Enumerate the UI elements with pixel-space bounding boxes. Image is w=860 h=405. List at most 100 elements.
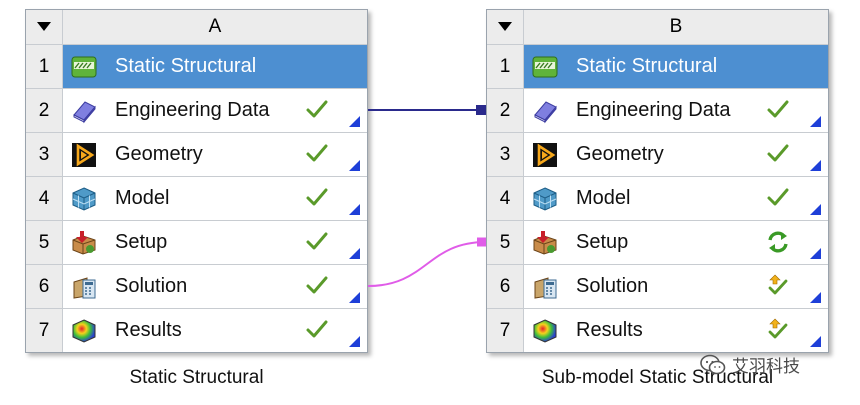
cell-row-7[interactable]: 7 Results [26, 308, 367, 352]
wechat-icon [700, 354, 726, 374]
cell-label: Engineering Data [576, 99, 731, 121]
corner-triangle-icon [810, 160, 821, 171]
cell-setup[interactable]: Setup [63, 221, 367, 264]
system-a-header: A [26, 10, 367, 44]
cell-label: Geometry [576, 143, 664, 165]
model-icon [71, 186, 97, 212]
cell-row-3[interactable]: 3 Geometry [487, 132, 828, 176]
corner-triangle-icon [349, 204, 360, 215]
cell-geometry[interactable]: Geometry [63, 133, 367, 176]
row-index: 5 [26, 221, 63, 264]
watermark: 艾羽科技 [700, 352, 800, 377]
shared-link-endpoint [476, 105, 486, 115]
cell-label: Static Structural [115, 55, 257, 77]
corner-triangle-icon [810, 248, 821, 259]
row-index: 1 [487, 45, 524, 88]
results-icon [532, 318, 558, 344]
cell-label: Model [115, 187, 170, 209]
status-update-icon [766, 318, 790, 342]
status-check-icon [305, 274, 329, 298]
status-update-icon [766, 274, 790, 298]
status-refresh-icon [766, 230, 790, 254]
row-index: 7 [26, 309, 63, 352]
cell-solution[interactable]: Solution [63, 265, 367, 308]
system-caption[interactable]: Static Structural [129, 367, 264, 388]
transfer-link-endpoint [477, 237, 486, 247]
status-check-icon [766, 98, 790, 122]
row-index: 7 [487, 309, 524, 352]
row-index: 6 [487, 265, 524, 308]
system-column-letter: A [63, 10, 367, 44]
row-index: 2 [26, 89, 63, 132]
cell-label: Solution [115, 275, 188, 297]
static-structural-icon [71, 54, 97, 80]
cell-row-5[interactable]: 5 Setup [26, 220, 367, 264]
status-check-icon [305, 318, 329, 342]
cell-model[interactable]: Model [63, 177, 367, 220]
setup-icon [71, 230, 97, 256]
system-b-header: B [487, 10, 828, 44]
row-index: 4 [26, 177, 63, 220]
cell-label: Static Structural [576, 55, 718, 77]
cell-label: Results [115, 319, 182, 341]
cell-row-4[interactable]: 4 Model [26, 176, 367, 220]
model-icon [532, 186, 558, 212]
status-check-icon [305, 142, 329, 166]
results-icon [71, 318, 97, 344]
cell-engineering-data[interactable]: Engineering Data [63, 89, 367, 132]
cell-row-1[interactable]: 1 Static Structural [487, 44, 828, 88]
watermark-text: 艾羽科技 [732, 357, 800, 377]
corner-triangle-icon [349, 116, 360, 127]
engineering-data-icon [71, 98, 97, 124]
corner-triangle-icon [349, 248, 360, 259]
cell-row-7[interactable]: 7 Results [487, 308, 828, 352]
solution-icon [71, 274, 97, 300]
system-menu-button[interactable] [26, 10, 63, 44]
status-check-icon [305, 98, 329, 122]
system-menu-button[interactable] [487, 10, 524, 44]
cell-label: Results [576, 319, 643, 341]
status-check-icon [305, 186, 329, 210]
corner-triangle-icon [349, 292, 360, 303]
row-index: 3 [487, 133, 524, 176]
dropdown-arrow-icon [37, 22, 51, 31]
cell-row-3[interactable]: 3 Geometry [26, 132, 367, 176]
status-check-icon [766, 186, 790, 210]
cell-results[interactable]: Results [63, 309, 367, 352]
cell-setup[interactable]: Setup [524, 221, 828, 264]
cell-label: Setup [576, 231, 629, 253]
engineering-data-icon [532, 98, 558, 124]
corner-triangle-icon [349, 336, 360, 347]
row-index: 3 [26, 133, 63, 176]
cell-label: Engineering Data [115, 99, 270, 121]
cell-row-6[interactable]: 6 Solution [487, 264, 828, 308]
cell-solution[interactable]: Solution [524, 265, 828, 308]
cell-row-1[interactable]: 1 Static Structural [26, 44, 367, 88]
cell-label: Geometry [115, 143, 203, 165]
cell-label: Model [576, 187, 631, 209]
cell-row-5[interactable]: 5 Setup [487, 220, 828, 264]
cell-row-2[interactable]: 2 Engineering Data [26, 88, 367, 132]
cell-results[interactable]: Results [524, 309, 828, 352]
cell-static-structural[interactable]: Static Structural [63, 45, 367, 88]
row-index: 1 [26, 45, 63, 88]
transfer-link-line[interactable] [367, 241, 487, 287]
cell-static-structural[interactable]: Static Structural [524, 45, 828, 88]
cell-label: Solution [576, 275, 649, 297]
corner-triangle-icon [810, 204, 821, 215]
cell-geometry[interactable]: Geometry [524, 133, 828, 176]
status-check-icon [766, 142, 790, 166]
cell-engineering-data[interactable]: Engineering Data [524, 89, 828, 132]
row-index: 5 [487, 221, 524, 264]
system-a-table: A 1 Static Structural 2 Engineering Data 3 Ge… [25, 9, 368, 353]
status-check-icon [305, 230, 329, 254]
corner-triangle-icon [349, 160, 360, 171]
cell-model[interactable]: Model [524, 177, 828, 220]
cell-label: Setup [115, 231, 168, 253]
geometry-icon [532, 142, 558, 168]
